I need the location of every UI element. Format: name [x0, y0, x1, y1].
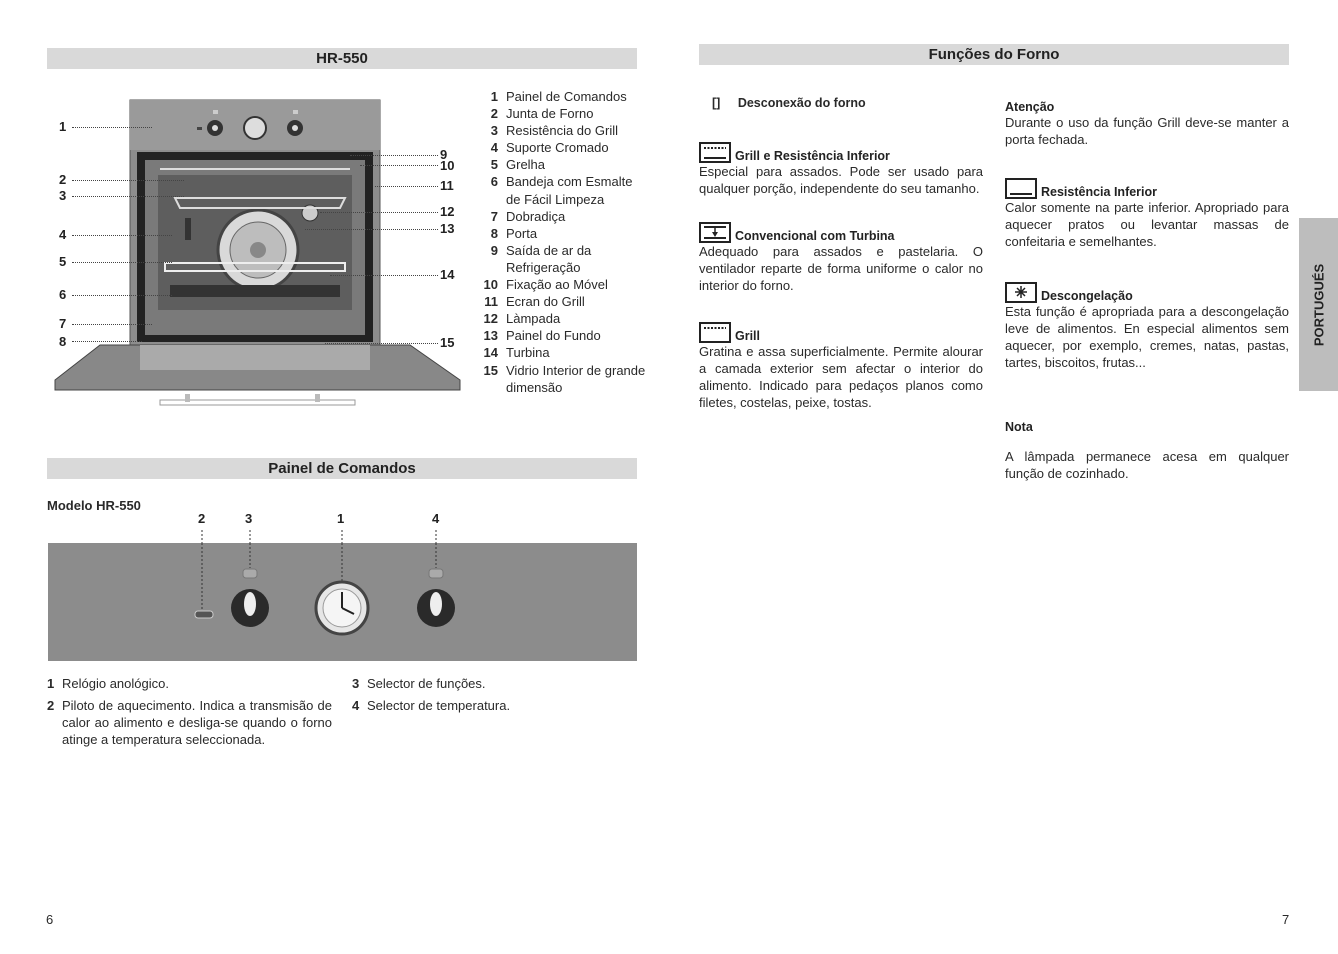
- panel-label-4: 4: [432, 511, 440, 526]
- section-title-hr550: HR-550: [47, 48, 637, 69]
- attention-block: Atenção Durante o uso da função Grill de…: [1005, 100, 1289, 148]
- diagram-label-2: 2: [59, 172, 67, 187]
- diagram-label-6: 6: [59, 287, 67, 302]
- function-grill: Grill Gratina e assa superficialmente. P…: [699, 322, 983, 411]
- diagram-label-10: 10: [440, 158, 455, 173]
- diagram-label-1: 1: [59, 119, 67, 134]
- bottom-heat-icon: [1005, 178, 1037, 199]
- panel-label-2: 2: [198, 511, 206, 526]
- diagram-label-15: 15: [440, 335, 455, 350]
- function-bottom-heat: Resistência Inferior Calor somente na pa…: [1005, 178, 1289, 250]
- diagram-label-13: 13: [440, 221, 455, 236]
- note-heading: Nota: [1005, 420, 1033, 434]
- grill-bottom-icon: [699, 142, 731, 163]
- oven-illustration: [54, 99, 461, 406]
- page-number-left: 6: [46, 912, 54, 927]
- control-panel-illustration: [48, 530, 637, 661]
- diagram-label-11: 11: [440, 178, 454, 193]
- power-off-icon: []: [712, 96, 721, 110]
- diagram-label-7: 7: [59, 316, 67, 331]
- diagram-label-12: 12: [440, 204, 455, 219]
- diagram-label-3: 3: [59, 188, 67, 203]
- function-grill-bottom: Grill e Resistência Inferior Especial pa…: [699, 142, 983, 197]
- language-tab: PORTUGUÉS: [1299, 218, 1338, 391]
- convection-fan-icon: [699, 222, 731, 243]
- panel-label-1: 1: [337, 511, 345, 526]
- defrost-icon: [1005, 282, 1037, 303]
- diagram-label-5: 5: [59, 254, 67, 269]
- off-function: [] Desconexão do forno: [712, 96, 866, 110]
- function-defrost: Descongelação Esta função é apropriada p…: [1005, 282, 1289, 371]
- section-title-control-panel: Painel de Comandos: [47, 458, 637, 479]
- section-title-oven-functions: Funções do Forno: [699, 44, 1289, 65]
- diagram-label-4: 4: [59, 227, 67, 242]
- note-text: A lâmpada permanece acesa em qualquer fu…: [1005, 449, 1289, 482]
- off-heading: Desconexão do forno: [737, 96, 866, 110]
- diagram-label-9: 9: [440, 147, 448, 162]
- panel-label-3: 3: [245, 511, 253, 526]
- diagram-label-8: 8: [59, 334, 67, 349]
- page-number-right: 7: [1282, 912, 1290, 927]
- model-label: Modelo HR-550: [47, 498, 141, 513]
- grill-icon: [699, 322, 731, 343]
- diagram-label-14: 14: [440, 267, 455, 282]
- function-convection-fan: Convencional com Turbina Adequado para a…: [699, 222, 983, 294]
